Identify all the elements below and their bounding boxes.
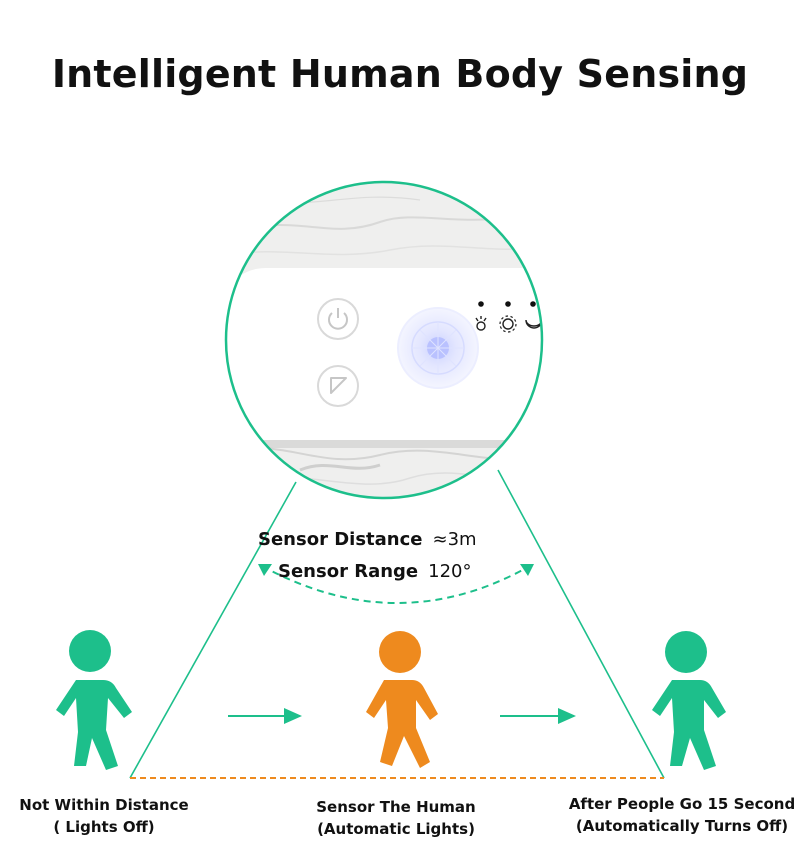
device-zoom-circle	[224, 180, 544, 500]
caption-line1: Sensor The Human	[316, 798, 476, 816]
sensor-range-value: 120°	[428, 561, 472, 582]
indicator-lights	[478, 301, 536, 307]
caption-sensor-human: Sensor The Human (Automatic Lights)	[296, 796, 496, 840]
caption-line2: (Automatically Turns Off)	[575, 817, 789, 835]
power-icon	[328, 308, 348, 330]
sensor-distance-row: Sensor Distance ≈3m	[258, 529, 477, 550]
pir-lens	[397, 307, 479, 389]
moon-icon	[525, 319, 542, 329]
brightness-icon	[499, 315, 517, 333]
person-icon-left	[56, 630, 132, 770]
mode-button	[317, 365, 359, 407]
caption-line1: Not Within Distance	[19, 796, 189, 814]
caption-line2: ( Lights Off)	[53, 818, 155, 836]
caption-line2: (Automatic Lights)	[317, 820, 475, 838]
mode-icon	[330, 377, 347, 394]
sensor-cone	[129, 469, 665, 779]
person-icon-right	[652, 631, 726, 770]
marble-background	[226, 182, 542, 498]
sensor-range-row: Sensor Range 120°	[278, 561, 471, 582]
page-title: Intelligent Human Body Sensing	[51, 52, 749, 96]
zoom-circle-outline	[224, 180, 544, 500]
sensor-distance-label: Sensor Distance	[258, 529, 423, 550]
sensor-distance-value: ≈3m	[432, 529, 477, 550]
sensor-range-arc	[258, 564, 534, 604]
caption-line1: After People Go 15 Second	[568, 795, 796, 813]
caption-after-people-go: After People Go 15 Second (Automatically…	[568, 793, 796, 837]
sensor-range-label: Sensor Range	[278, 561, 419, 582]
arc-arrow-left-icon	[258, 564, 272, 576]
person-icon-middle	[366, 631, 438, 768]
caption-not-within-distance: Not Within Distance ( Lights Off)	[6, 794, 202, 838]
arc-arrow-right-icon	[520, 564, 534, 576]
power-button	[317, 298, 359, 340]
sun-icon	[475, 316, 487, 331]
